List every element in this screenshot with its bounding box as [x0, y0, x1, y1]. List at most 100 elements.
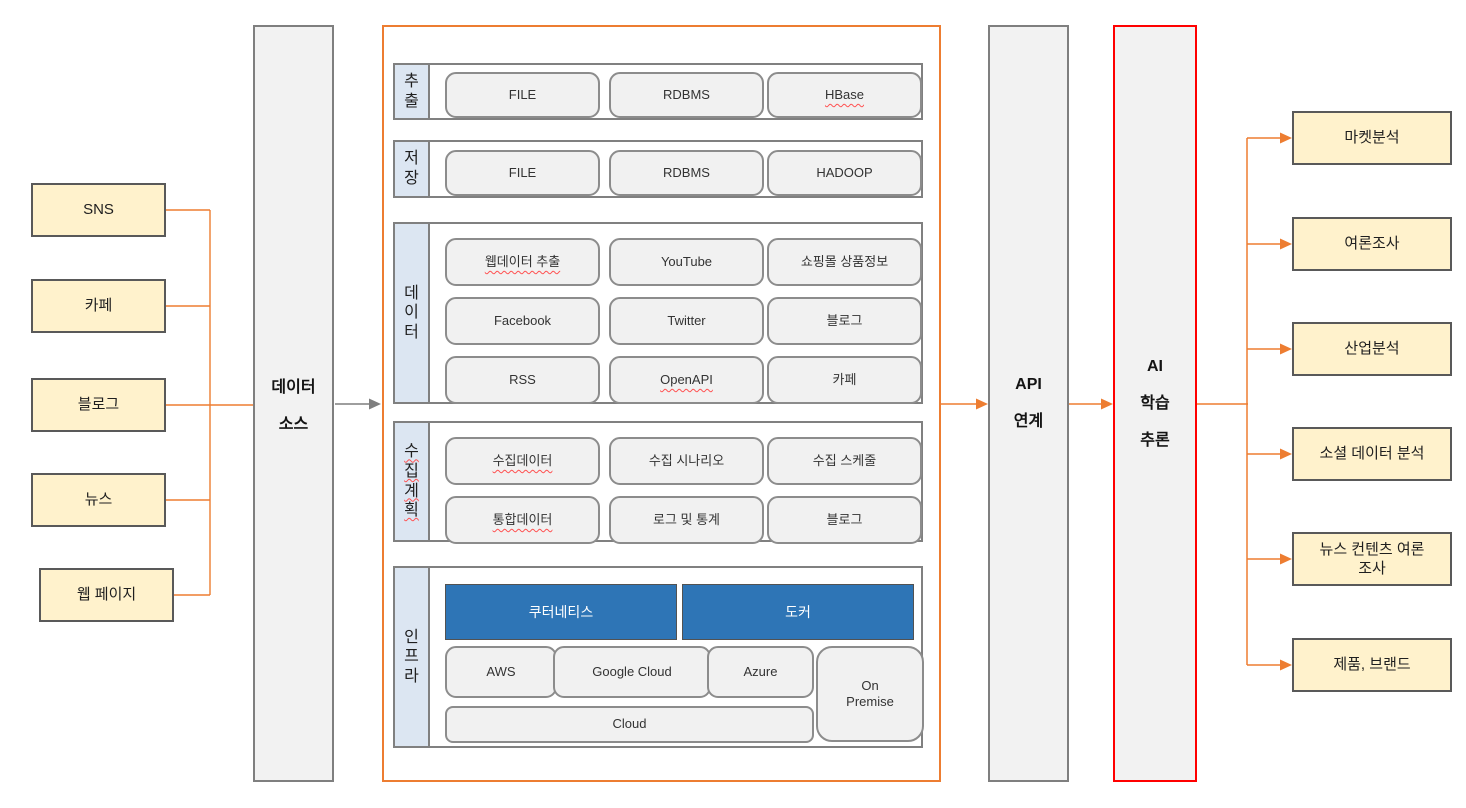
item-label: AWS — [486, 663, 516, 679]
ai-title-line: AI — [1147, 357, 1163, 375]
output-box-industry-analysis: 산업분석 — [1292, 322, 1452, 376]
item-label: 웹데이터 추출 — [484, 253, 561, 269]
output-box-news-content-poll: 뉴스 컨텐츠 여론조사 — [1292, 532, 1452, 586]
source-label: 웹 페이지 — [76, 586, 137, 604]
data-source-title-line: 데이터 — [271, 379, 316, 396]
store-item-file: FILE — [445, 150, 600, 196]
datasource-to-pipeline-arrow — [335, 398, 381, 410]
pipeline-to-api-arrow — [941, 398, 988, 410]
source-label: SNS — [83, 201, 114, 219]
item-label: RSS — [509, 371, 536, 387]
ai-column: AI 학습 추론 — [1113, 25, 1197, 782]
extract-item-rdbms: RDBMS — [609, 72, 764, 118]
plan-item-schedule: 수집 스케줄 — [767, 437, 922, 485]
ai-title-line: 학습 — [1140, 394, 1170, 412]
output-box-opinion-poll: 여론조사 — [1292, 217, 1452, 271]
extract-item-hbase: HBase — [767, 72, 922, 118]
store-item-rdbms: RDBMS — [609, 150, 764, 196]
item-label: On Premise — [846, 677, 894, 709]
output-box-market-analysis: 마켓분석 — [1292, 111, 1452, 165]
item-label: 카페 — [832, 371, 857, 387]
data-item-webdata-extract: 웹데이터 추출 — [445, 238, 600, 286]
data-source-title-line: 소스 — [278, 416, 309, 433]
plan-item-blog: 블로그 — [767, 496, 922, 544]
source-box-sns: SNS — [31, 183, 166, 237]
output-box-product-brand: 제품, 브랜드 — [1292, 638, 1452, 692]
infra-docker: 도커 — [682, 584, 914, 640]
item-label: 수집 스케줄 — [812, 452, 877, 468]
item-label: RDBMS — [663, 86, 710, 102]
source-box-cafe: 카페 — [31, 279, 166, 333]
extract-item-file: FILE — [445, 72, 600, 118]
infra-on-premise: On Premise — [816, 646, 924, 742]
source-box-webpage: 웹 페이지 — [39, 568, 174, 622]
output-label: 마켓분석 — [1344, 129, 1400, 147]
plan-item-collected-data: 수집데이터 — [445, 437, 600, 485]
data-item-facebook: Facebook — [445, 297, 600, 345]
source-label: 카페 — [84, 297, 113, 315]
output-connectors — [1197, 137, 1280, 666]
data-item-youtube: YouTube — [609, 238, 764, 286]
infra-google-cloud: Google Cloud — [553, 646, 711, 698]
infra-azure: Azure — [707, 646, 814, 698]
data-item-rss: RSS — [445, 356, 600, 404]
plan-item-integrated-data: 통합데이터 — [445, 496, 600, 544]
item-label: 블로그 — [826, 312, 863, 328]
item-label: HBase — [824, 86, 865, 102]
item-label: OpenAPI — [660, 371, 713, 387]
item-label: FILE — [508, 86, 537, 102]
source-box-news: 뉴스 — [31, 473, 166, 527]
infra-cloud-bar: Cloud — [445, 706, 814, 743]
api-column: API 연계 — [988, 25, 1069, 782]
item-label: RDBMS — [663, 164, 710, 180]
api-to-ai-arrow — [1069, 398, 1113, 410]
data-item-twitter: Twitter — [609, 297, 764, 345]
source-connectors — [166, 209, 253, 596]
data-item-blog: 블로그 — [767, 297, 922, 345]
item-label: Google Cloud — [592, 663, 672, 679]
data-source-column: 데이터 소스 — [253, 25, 334, 782]
plan-item-log-stats: 로그 및 통계 — [609, 496, 764, 544]
item-label: Facebook — [493, 312, 552, 328]
source-label: 뉴스 — [84, 491, 113, 509]
source-box-blog: 블로그 — [31, 378, 166, 432]
output-box-social-data-analysis: 소셜 데이터 분석 — [1292, 427, 1452, 481]
output-label: 여론조사 — [1344, 235, 1400, 253]
infra-aws: AWS — [445, 646, 557, 698]
item-label: 쇼핑몰 상품정보 — [800, 253, 889, 269]
store-item-hadoop: HADOOP — [767, 150, 922, 196]
output-label: 제품, 브랜드 — [1333, 656, 1411, 674]
api-title-line: 연계 — [1013, 413, 1044, 430]
item-label: 로그 및 통계 — [652, 511, 721, 527]
plan-item-scenario: 수집 시나리오 — [609, 437, 764, 485]
item-label: Azure — [743, 663, 778, 679]
data-item-shopping: 쇼핑몰 상품정보 — [767, 238, 922, 286]
item-label: 수집 시나리오 — [648, 452, 725, 468]
item-label: FILE — [508, 164, 537, 180]
item-label: HADOOP — [816, 164, 873, 180]
item-label: 통합데이터 — [492, 511, 553, 527]
output-label: 산업분석 — [1344, 340, 1400, 358]
item-label: 쿠터네티스 — [528, 604, 594, 620]
source-label: 블로그 — [77, 396, 120, 414]
output-label: 소셜 데이터 분석 — [1319, 445, 1425, 463]
data-item-cafe: 카페 — [767, 356, 922, 404]
item-label: Cloud — [612, 716, 647, 732]
item-label: 수집데이터 — [492, 452, 553, 468]
item-label: YouTube — [660, 253, 713, 269]
item-label: Twitter — [667, 312, 706, 328]
ai-title-line: 추론 — [1140, 431, 1170, 449]
item-label: 도커 — [785, 604, 811, 620]
item-label: 블로그 — [826, 511, 863, 527]
data-item-openapi: OpenAPI — [609, 356, 764, 404]
